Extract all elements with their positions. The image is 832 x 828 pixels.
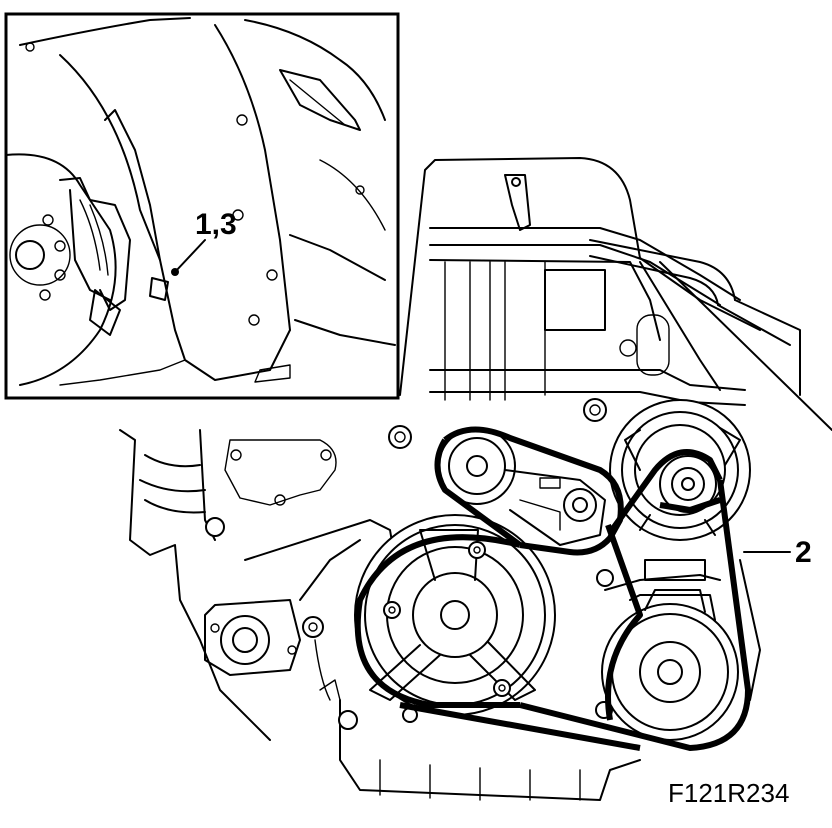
power-steering-pulley <box>601 589 739 741</box>
belt-callout-label: 2 <box>795 536 812 569</box>
detail-inset: 1,3 <box>4 12 400 400</box>
bolt-callout-label: 1,3 <box>195 208 237 241</box>
alternator-pulley <box>609 399 751 541</box>
bolt-leader-line <box>174 239 206 273</box>
drive-belt <box>354 426 751 751</box>
engine-block <box>119 157 832 801</box>
tensioner-pulley <box>438 427 606 546</box>
figure-code: F121R234 <box>668 778 789 808</box>
